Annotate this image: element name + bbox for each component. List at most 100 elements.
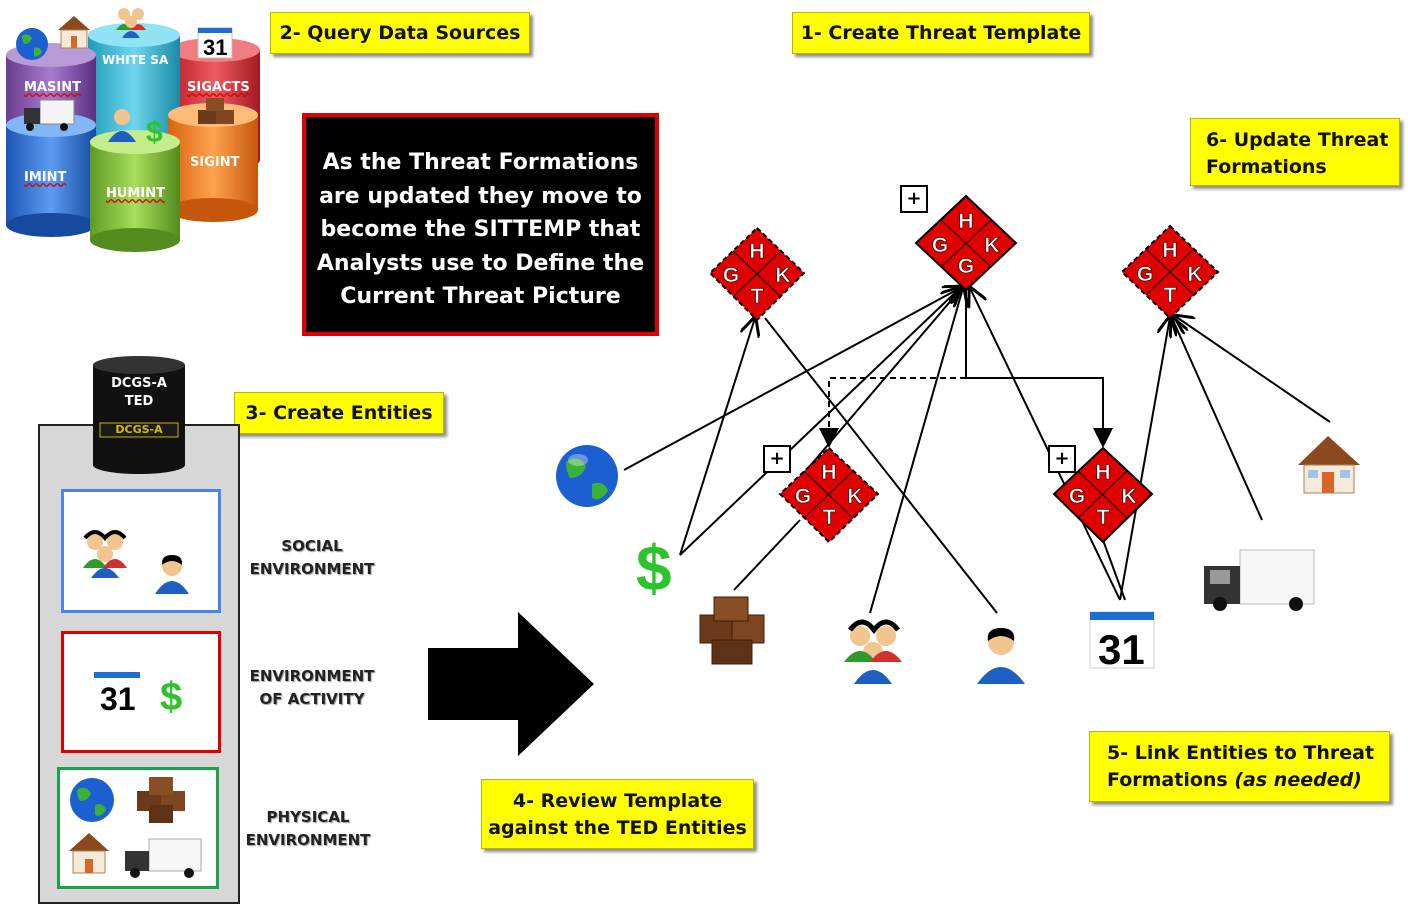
physical-icons (69, 777, 202, 878)
dollar-icon: $ (146, 116, 163, 149)
step3-box: 3- Create Entities (234, 392, 444, 434)
truck-icon (1204, 549, 1315, 611)
svg-text:K: K (847, 485, 862, 508)
svg-text:G: G (723, 264, 739, 287)
masint-label: MASINT (24, 80, 81, 95)
person-icon (977, 628, 1025, 684)
activity-env-label: ENVIRONMENT OF ACTIVITY (238, 665, 386, 711)
expand-button[interactable]: + (1048, 445, 1076, 473)
svg-text:H: H (1095, 461, 1110, 484)
physical-env-line2: ENVIRONMENT (245, 831, 371, 849)
truck-icon (24, 99, 75, 131)
social-icons (83, 530, 189, 594)
svg-text:31: 31 (100, 681, 136, 717)
social-env-line2: ENVIRONMENT (249, 560, 375, 578)
svg-text:H: H (821, 461, 836, 484)
activity-env-line2: OF ACTIVITY (259, 690, 365, 708)
step2-label: 2- Query Data Sources (279, 22, 521, 44)
svg-text:T: T (1097, 506, 1110, 529)
person-icon (108, 109, 136, 142)
dcgs-logo: DCGS-A (115, 423, 163, 436)
globe-icon (556, 445, 618, 507)
house-icon (1298, 436, 1360, 494)
threat-diamond (1120, 224, 1220, 320)
ted-db-line1: DCGS-A (111, 376, 167, 391)
globe-icon (16, 28, 48, 60)
sittemp-message-box: As the Threat Formations are updated the… (302, 113, 659, 336)
svg-text:H: H (749, 240, 764, 263)
step6-line1: 6- Update Threat (1206, 129, 1389, 151)
svg-text:K: K (1187, 263, 1202, 286)
social-entities-box (61, 489, 221, 613)
step6-line2: Formations (1206, 156, 1327, 178)
flow-arrow (428, 612, 594, 756)
dollar-icon: $ (636, 532, 672, 604)
physical-env-label: PHYSICAL ENVIRONMENT (234, 806, 382, 852)
svg-text:G: G (795, 485, 811, 508)
activity-icons: 31 $ (94, 672, 182, 719)
white-sa-label: WHITE SA (102, 53, 169, 67)
crates-icon (198, 98, 234, 124)
humint-label: HUMINT (106, 186, 165, 201)
svg-text:K: K (775, 264, 790, 287)
ted-db-line2: TED (124, 394, 154, 409)
svg-text:G: G (932, 234, 948, 257)
step5-line1: 5- Link Entities to Threat (1107, 742, 1375, 764)
house-icon (69, 833, 109, 874)
group-icon (83, 530, 127, 578)
truck-icon (125, 838, 202, 878)
sigacts-label: SIGACTS (187, 80, 250, 95)
step6-box: 6- Update Threat Formations (1190, 118, 1400, 186)
step4-line1: 4- Review Template (512, 790, 723, 812)
step4-box: 4- Review Template against the TED Entit… (481, 779, 754, 849)
physical-env-line1: PHYSICAL (266, 808, 350, 826)
expand-button[interactable]: + (763, 445, 791, 473)
threat-diamond (778, 446, 880, 544)
crates-icon (699, 596, 765, 665)
globe-icon (70, 778, 114, 822)
calendar-icon: 31 (1089, 611, 1155, 673)
group-icon (116, 8, 146, 38)
svg-text:31: 31 (203, 35, 227, 60)
message-line: are updated they move to (319, 183, 642, 209)
dollar-icon: $ (160, 675, 182, 719)
message-line: Current Threat Picture (340, 284, 621, 309)
step2-box: 2- Query Data Sources (270, 12, 530, 54)
svg-text:T: T (823, 506, 836, 529)
sigint-cylinder (168, 103, 258, 222)
activity-entities-box (61, 631, 221, 753)
message-line: become the SITTEMP that (320, 217, 641, 242)
calendar-icon: 31 (94, 672, 140, 717)
step1-label: 1- Create Threat Template (800, 22, 1082, 44)
calendar-icon: 31 (197, 27, 233, 60)
svg-text:K: K (984, 234, 999, 257)
social-env-label: SOCIAL ENVIRONMENT (238, 535, 386, 581)
house-icon (58, 16, 90, 49)
crates-icon (137, 777, 185, 823)
step5-line2: Formations (as needed) (1107, 769, 1362, 791)
group-icon (844, 619, 902, 684)
activity-env-line1: ENVIRONMENT (249, 667, 375, 685)
threat-diamond (914, 194, 1018, 292)
ted-db-label: DCGS-A TED (100, 375, 178, 411)
step3-label: 3- Create Entities (245, 402, 433, 424)
svg-text:G: G (958, 255, 974, 278)
svg-text:31: 31 (1098, 626, 1145, 673)
svg-text:T: T (751, 285, 764, 308)
svg-text:H: H (1162, 239, 1177, 262)
svg-text:H: H (958, 210, 973, 233)
person-icon (155, 555, 189, 594)
ted-database-icon (93, 356, 185, 474)
svg-text:K: K (1121, 485, 1136, 508)
message-line: Analysts use to Define the (316, 250, 645, 276)
threat-diamond (1052, 446, 1154, 544)
svg-text:G: G (1137, 263, 1153, 286)
step5-box: 5- Link Entities to Threat Formations (a… (1089, 731, 1390, 802)
message-line: As the Threat Formations (322, 150, 639, 175)
expand-button[interactable]: + (900, 185, 928, 213)
imint-label: IMINT (24, 170, 67, 185)
sigint-label: SIGINT (190, 155, 240, 170)
svg-text:G: G (1069, 485, 1085, 508)
svg-text:T: T (1164, 284, 1177, 307)
